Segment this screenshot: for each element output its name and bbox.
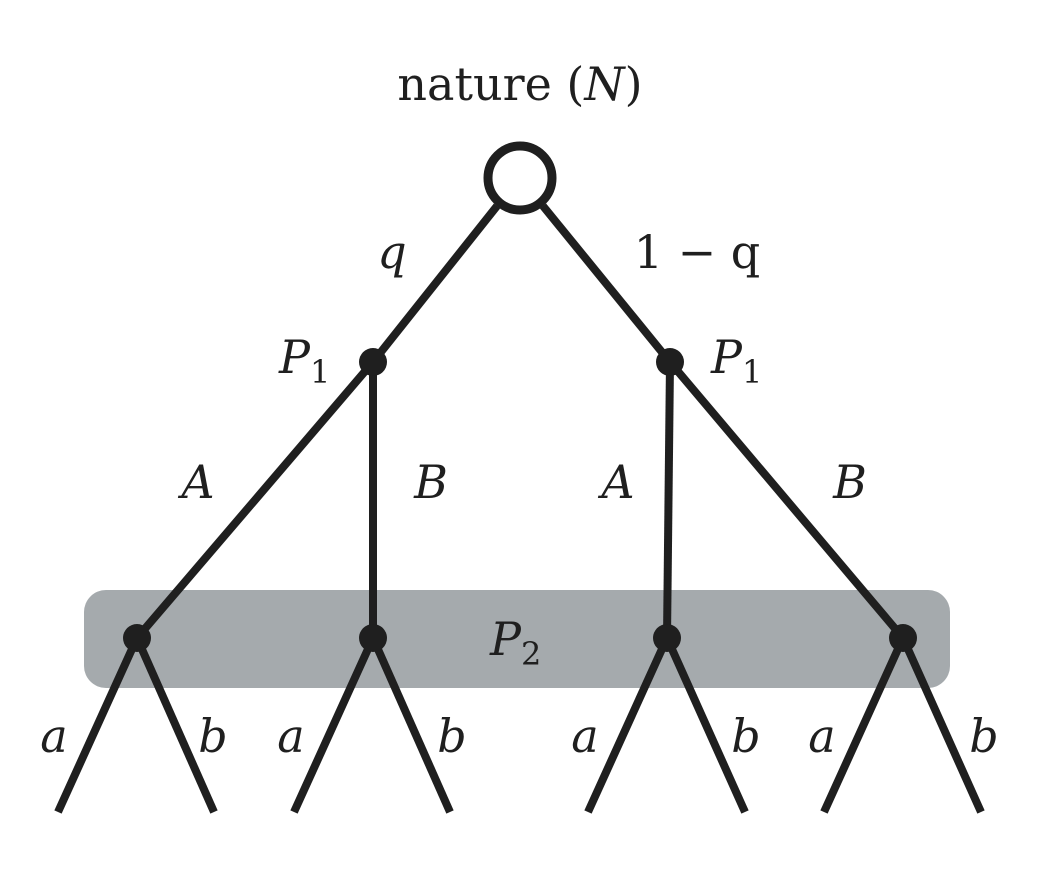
- leaf-action-2-a: a: [277, 709, 304, 763]
- leaf-action-4-b: b: [969, 709, 998, 763]
- edge-p2-3-b: [663, 636, 749, 814]
- edge-root-left: [369, 203, 501, 365]
- nature-paren-close: ): [625, 57, 643, 111]
- action-right-B: B: [832, 455, 867, 509]
- edge-p2-1-a: [54, 636, 141, 814]
- edge-p2-2-a: [290, 636, 377, 814]
- prob-left-label: q: [377, 225, 406, 279]
- leaf-action-1-b: b: [198, 709, 227, 763]
- edge-p2-4-a: [820, 636, 907, 814]
- p1-left-player: P: [278, 330, 311, 384]
- action-left-A: A: [177, 455, 214, 509]
- p2-node-4: [889, 624, 917, 652]
- leaf-action-2-b: b: [437, 709, 466, 763]
- edge-right-p1-B: [666, 359, 907, 641]
- p1-right-player: P: [710, 330, 743, 384]
- edge-p2-4-b: [899, 636, 985, 814]
- p2-node-2: [359, 624, 387, 652]
- nature-node: [483, 141, 557, 215]
- leaf-action-1-a: a: [40, 709, 67, 763]
- action-left-B: B: [413, 455, 448, 509]
- nature-symbol: N: [583, 57, 626, 111]
- p2-player: P: [489, 612, 522, 666]
- p1-node-right: [656, 348, 684, 376]
- p2-subscript: 2: [521, 635, 541, 673]
- p1-right-subscript: 1: [742, 353, 762, 391]
- edge-p2-2-b: [369, 636, 454, 814]
- p2-node-1: [123, 624, 151, 652]
- leaf-action-3-a: a: [571, 709, 598, 763]
- edge-p2-3-a: [584, 636, 671, 814]
- edge-p2-1-b: [133, 636, 218, 814]
- nature-paren-open: (: [552, 57, 585, 111]
- p1-left-subscript: 1: [310, 353, 330, 391]
- action-right-A: A: [597, 455, 634, 509]
- leaf-action-4-a: a: [808, 709, 835, 763]
- edge-right-p1-A: [663, 361, 674, 639]
- p2-label: P2: [489, 612, 541, 673]
- edge-left-p1-A: [133, 359, 377, 641]
- p1-node-left: [359, 348, 387, 376]
- nature-title: nature: [397, 57, 551, 111]
- p2-node-3: [653, 624, 681, 652]
- p1-label-right: P1: [710, 330, 762, 391]
- p1-label-left: P1: [278, 330, 330, 391]
- leaf-action-3-b: b: [731, 709, 760, 763]
- edge-root-right: [539, 203, 674, 365]
- prob-right-label: 1 − q: [634, 225, 761, 279]
- information-set-p2: [84, 590, 950, 688]
- nature-label: nature (N): [397, 57, 642, 111]
